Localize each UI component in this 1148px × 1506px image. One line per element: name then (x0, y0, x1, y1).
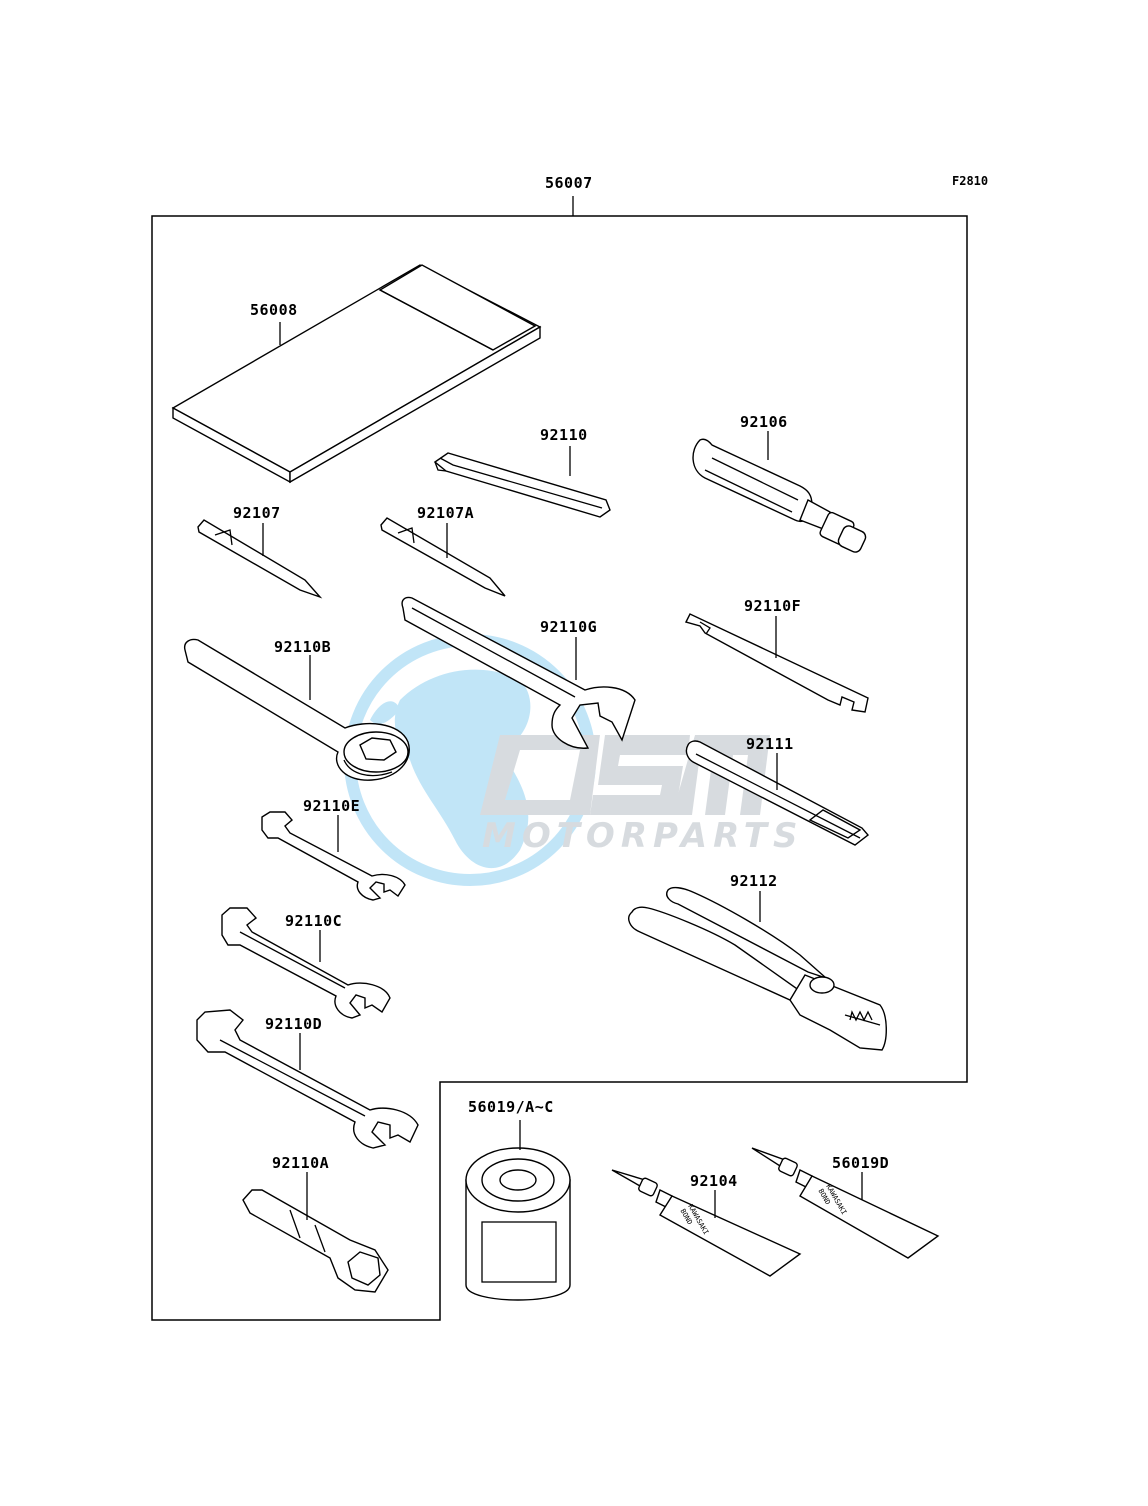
figure-code: F2810 (952, 174, 988, 188)
assembly-frame (151, 196, 968, 1321)
wrench-d-illustration[interactable] (196, 1009, 419, 1149)
screwdriver-bit-a-illustration[interactable] (380, 517, 506, 597)
oil-filter-illustration[interactable] (465, 1147, 571, 1301)
part-label-56019AC[interactable]: 56019/A~C (468, 1098, 554, 1116)
bond-tube-illustration[interactable]: KAWASAKI BOND (611, 1169, 802, 1277)
tool-bag-illustration[interactable] (171, 264, 542, 484)
part-label-92110F[interactable]: 92110F (744, 597, 801, 615)
screwdriver-bit-illustration[interactable] (197, 519, 323, 599)
screwdriver-handle-illustration[interactable] (692, 438, 867, 554)
wrench-g-illustration[interactable] (401, 596, 636, 749)
wrench-c-illustration[interactable] (221, 907, 391, 1019)
box-wrench-illustration[interactable] (183, 638, 410, 781)
part-label-92107[interactable]: 92107 (233, 504, 281, 522)
part-label-92107A[interactable]: 92107A (417, 504, 474, 522)
watermark: MOTORPARTS (344, 634, 803, 886)
extension-bar-illustration[interactable] (685, 740, 870, 846)
part-label-56008[interactable]: 56008 (250, 301, 298, 319)
bond-tube-d-illustration[interactable]: KAWASAKI BOND (751, 1147, 940, 1259)
part-label-92112[interactable]: 92112 (730, 872, 778, 890)
wrench-e-illustration[interactable] (261, 811, 406, 901)
part-label-92110G[interactable]: 92110G (540, 618, 597, 636)
part-label-92110B[interactable]: 92110B (274, 638, 331, 656)
part-label-92104[interactable]: 92104 (690, 1172, 738, 1190)
spanner-f-illustration[interactable] (684, 613, 869, 713)
part-label-92110C[interactable]: 92110C (285, 912, 342, 930)
part-label-92110A[interactable]: 92110A (272, 1154, 329, 1172)
part-label-56019D[interactable]: 56019D (832, 1154, 889, 1172)
pliers-illustration[interactable] (628, 886, 887, 1051)
part-label-92110[interactable]: 92110 (540, 426, 588, 444)
part-label-56007[interactable]: 56007 (545, 174, 593, 192)
watermark-subtitle: MOTORPARTS (482, 816, 803, 856)
part-label-92110E[interactable]: 92110E (303, 797, 360, 815)
part-label-92111[interactable]: 92111 (746, 735, 794, 753)
part-label-92110D[interactable]: 92110D (265, 1015, 322, 1033)
socket-wrench-illustration[interactable] (242, 1189, 389, 1293)
hex-key-illustration[interactable] (433, 452, 611, 518)
part-label-92106[interactable]: 92106 (740, 413, 788, 431)
